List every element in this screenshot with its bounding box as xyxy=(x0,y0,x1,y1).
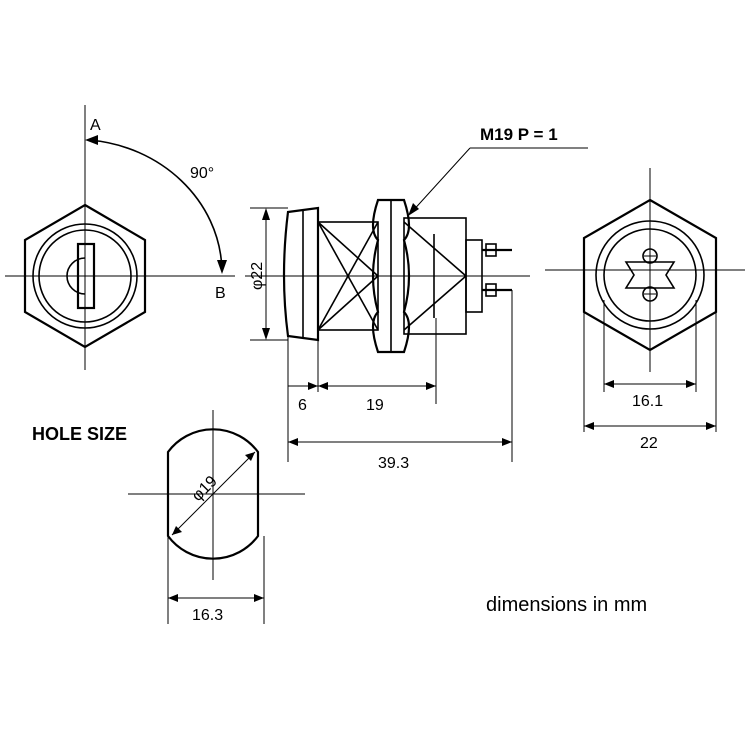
rear-view: 16.1 22 xyxy=(545,168,745,452)
hole-size-view: HOLE SIZE φ19 16.3 xyxy=(32,410,305,624)
dim-22-label: 22 xyxy=(640,435,658,452)
angle-label: 90° xyxy=(190,165,214,182)
units-note: dimensions in mm xyxy=(486,594,647,616)
point-b-label: B xyxy=(215,285,226,302)
point-a-label: A xyxy=(90,117,101,134)
hole-size-title: HOLE SIZE xyxy=(32,424,127,444)
hole-width-label: 16.3 xyxy=(192,607,223,624)
dim-19-label: 19 xyxy=(366,397,384,414)
dim-39-3-label: 39.3 xyxy=(378,455,409,472)
diameter-22-label: φ22 xyxy=(249,262,266,290)
hole-diameter-label: φ19 xyxy=(189,473,221,505)
dim-6-label: 6 xyxy=(298,397,307,414)
dim-16-1-label: 16.1 xyxy=(632,393,663,410)
thread-label: M19 P = 1 xyxy=(480,125,558,144)
front-view-key-face: A B 90° xyxy=(5,105,235,370)
side-view: φ22 M19 P = 1 6 19 39.3 xyxy=(245,125,588,472)
